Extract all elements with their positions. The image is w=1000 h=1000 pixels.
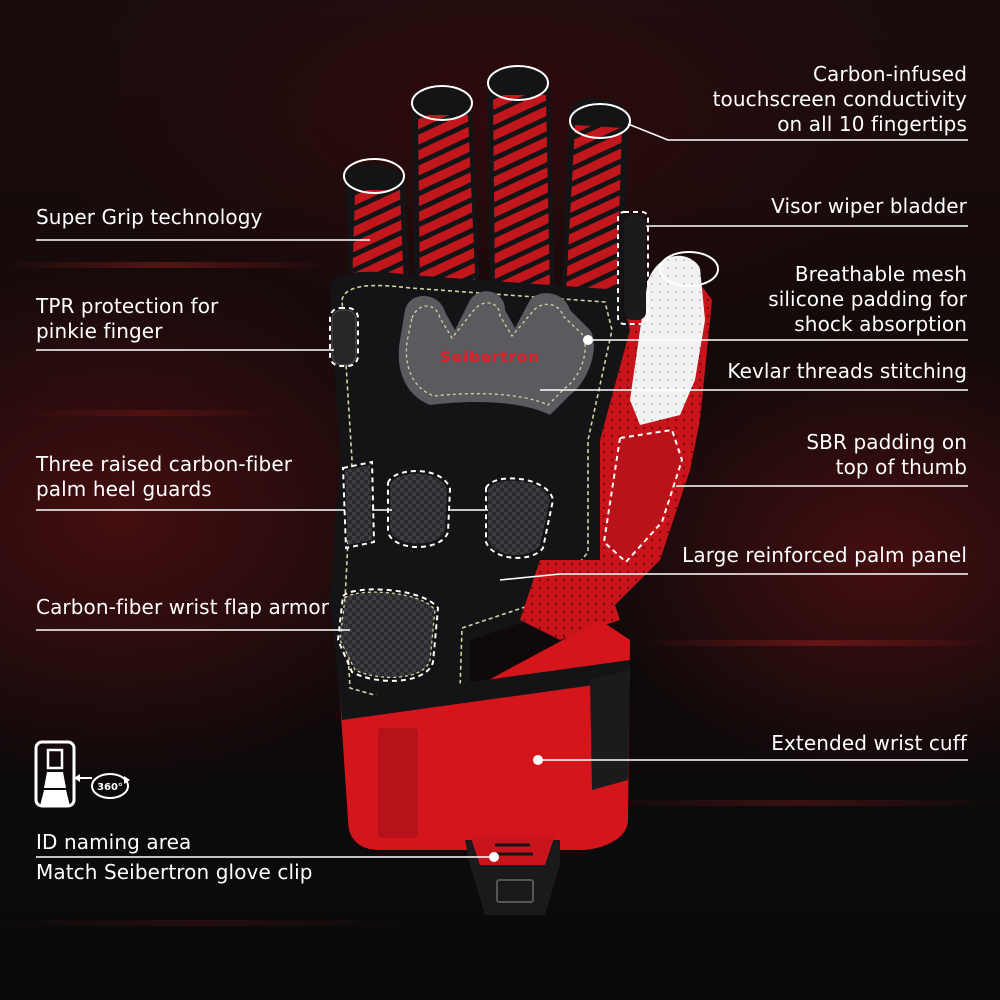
label-glove-clip: Match Seibertron glove clip — [36, 860, 313, 884]
sbr-thumb-pad — [605, 430, 680, 560]
palm-side-red — [520, 560, 620, 640]
pinkie-grip — [352, 190, 404, 290]
label-visor-wiper: Visor wiper bladder — [771, 194, 967, 218]
bg-streak — [600, 800, 1000, 806]
label-breathable-mesh: Breathable mesh silicone padding for sho… — [768, 262, 967, 336]
mesh-stitching — [405, 302, 586, 406]
clip-slot — [496, 879, 534, 903]
label-tpr-pinkie: TPR protection for pinkie finger — [36, 294, 219, 343]
label-sbr-thumb: SBR padding on top of thumb — [806, 430, 967, 479]
visor-wiper-bladder — [624, 215, 646, 320]
tpr-pinkie-pad — [331, 309, 357, 366]
rotate-360-label: 360° — [97, 782, 123, 793]
palm-heel-guard-3 — [488, 480, 550, 556]
middle-grip — [493, 95, 550, 292]
fingertip-rings — [343, 65, 719, 287]
brand-logo: Seibertron — [440, 348, 540, 366]
cuff-emboss — [378, 728, 418, 838]
breathable-mesh-panel — [398, 291, 594, 415]
ring-grip — [418, 115, 476, 298]
label-touchscreen: Carbon-infused touchscreen conductivity … — [712, 62, 967, 136]
label-palm-panel: Large reinforced palm panel — [682, 543, 967, 567]
rotate-360-icon: 360° — [74, 773, 130, 799]
bg-streak — [640, 640, 1000, 646]
label-palm-heel: Three raised carbon-fiber palm heel guar… — [36, 452, 293, 501]
bg-streak — [0, 262, 330, 268]
wrist-flap-armor — [339, 591, 436, 679]
label-wrist-flap: Carbon-fiber wrist flap armor — [36, 595, 330, 619]
label-id-naming: ID naming area — [36, 830, 192, 854]
index-grip — [565, 125, 622, 310]
clip-tab — [470, 835, 555, 865]
palm-heel-guard-1 — [345, 465, 372, 545]
palm-heel-guard-2 — [390, 473, 447, 544]
label-super-grip: Super Grip technology — [36, 205, 263, 229]
bg-streak — [20, 410, 280, 416]
glove: Seibertron — [330, 67, 712, 915]
dashed-highlights — [329, 211, 684, 682]
bg-streak — [0, 920, 400, 926]
cuff-side-guard — [590, 670, 630, 790]
cuff-band — [340, 660, 630, 720]
leader-lines — [36, 123, 968, 862]
clip-icon — [34, 740, 76, 808]
label-wrist-cuff: Extended wrist cuff — [771, 731, 967, 755]
label-kevlar: Kevlar threads stitching — [727, 359, 967, 383]
